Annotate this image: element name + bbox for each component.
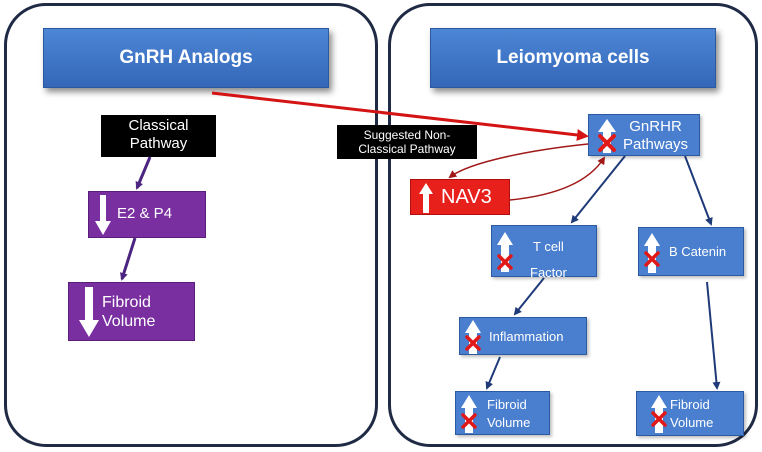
arrow-bcatenin-to-fibroid [706, 281, 721, 390]
fibroid-volume-box-right: Fibroid Volume [636, 391, 744, 436]
pathways-line2: Pathways [623, 136, 689, 153]
t-cell-line1: T cell [533, 239, 564, 254]
arrow-classical-to-e2p4 [135, 156, 152, 190]
volume-line2: Volume [670, 415, 714, 430]
t-cell-factor-label: T cell Factor [530, 234, 567, 286]
non-classical-line2: Classical Pathway [358, 142, 456, 156]
blocked-up-arrow-icon [598, 119, 616, 153]
inflammation-label: Inflammation [489, 329, 564, 344]
fibroid-line1: Fibroid [487, 397, 527, 412]
down-arrow-icon [95, 195, 111, 235]
fibroid-volume-label-center: Fibroid Volume [487, 396, 530, 432]
inflammation-box: Inflammation [459, 317, 587, 355]
e2-p4-box: E2 & P4 [88, 191, 206, 238]
arrow-gnrhr-to-nav3 [448, 143, 589, 179]
arrow-tcell-to-inflammation [513, 277, 545, 316]
arrow-nav3-to-gnrhr [509, 156, 606, 201]
e2-p4-label: E2 & P4 [117, 205, 173, 222]
gnrhr-pathways-box: GnRHR Pathways [588, 114, 700, 156]
leiomyoma-cells-banner: Leiomyoma cells [430, 28, 716, 88]
blocked-up-arrow-icon [497, 232, 513, 272]
fibroid-line1: Fibroid [102, 294, 151, 311]
gnrh-analogs-title: GnRH Analogs [119, 47, 253, 68]
blocked-up-arrow-icon [465, 320, 481, 354]
t-cell-factor-box: T cell Factor [491, 225, 597, 280]
blocked-up-arrow-icon [644, 233, 660, 273]
fibroid-volume-box-center: Fibroid Volume [455, 391, 550, 435]
fibroid-volume-label-right: Fibroid Volume [670, 396, 713, 432]
gnrhr-label: GnRHR Pathways [623, 118, 688, 154]
factor-line2: Factor [530, 265, 567, 280]
blocked-up-arrow-icon [651, 395, 667, 433]
arrow-gnrh-to-gnrhr [211, 91, 589, 141]
classical-pathway-line2: Pathway [129, 135, 188, 152]
b-catenin-label: B Catenin [669, 244, 727, 259]
nav3-label: NAV3 [441, 186, 492, 208]
fibroid-volume-box-left: Fibroid Volume [68, 282, 195, 341]
arrow-inflammation-to-fibroid [485, 356, 501, 390]
fibroid-volume-label-left: Fibroid Volume [102, 293, 155, 331]
non-classical-pathway-box: Suggested Non- Classical Pathway [337, 125, 477, 159]
volume-line2: Volume [487, 415, 531, 430]
b-catenin-box: B Catenin [638, 227, 744, 276]
gnrhr-line1: GnRHR [629, 118, 682, 135]
fibroid-line1: Fibroid [670, 397, 710, 412]
classical-pathway-line1: Classical [128, 117, 189, 134]
arrow-gnrhr-to-tcell [570, 155, 626, 224]
blocked-up-arrow-icon [461, 395, 477, 433]
up-arrow-icon [419, 183, 433, 213]
classical-pathway-box: Classical Pathway [101, 115, 216, 157]
non-classical-line1: Suggested Non- [363, 128, 451, 142]
leiomyoma-cells-title: Leiomyoma cells [496, 47, 650, 68]
nav3-box: NAV3 [410, 179, 510, 215]
gnrh-analogs-banner: GnRH Analogs [43, 28, 329, 88]
volume-line2: Volume [102, 313, 156, 330]
arrow-gnrhr-to-bcatenin [684, 155, 713, 226]
arrow-e2p4-to-fibroid [120, 237, 137, 281]
down-arrow-icon [79, 287, 99, 337]
